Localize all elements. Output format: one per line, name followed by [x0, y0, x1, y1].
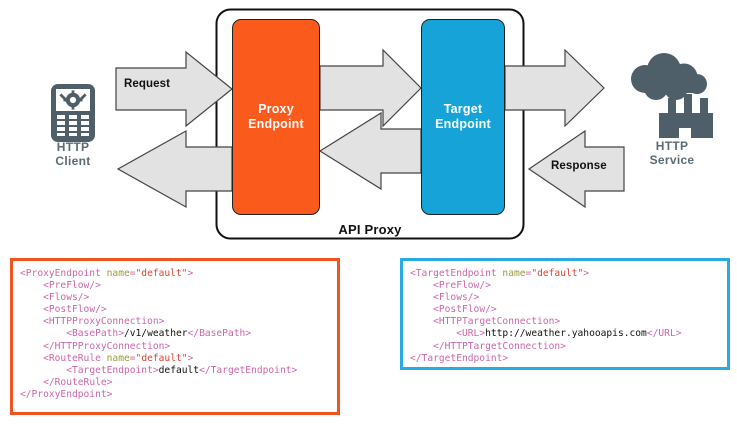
code-token-tag: <Flows/> [43, 292, 90, 304]
cloud-factory-icon [631, 53, 713, 138]
target-endpoint-label-line1: Target [443, 102, 483, 116]
code-token-tag: <URL> [456, 328, 486, 340]
code-line: <BasePath>/v1/weather</BasePath> [20, 328, 337, 340]
code-token-text [410, 341, 433, 352]
target-to-proxy-arrow [318, 111, 422, 191]
code-token-text [20, 280, 43, 291]
code-line: <Flows/> [410, 292, 727, 304]
code-token-attr: name [502, 268, 526, 279]
proxy-endpoint-code-panel[interactable]: <ProxyEndpoint name="default"> <PreFlow/… [10, 258, 340, 415]
code-token-tag: </TargetEndpoint> [199, 364, 298, 376]
code-token-tag: </BasePath> [187, 328, 252, 340]
code-token-tag: > [187, 268, 194, 279]
code-token-text [20, 365, 66, 376]
code-token-tag: <Flows/> [433, 292, 480, 304]
api-proxy-container-label: API Proxy [338, 222, 402, 237]
code-line: <HTTPTargetConnection> [410, 316, 727, 328]
proxy-to-client-arrow [116, 129, 233, 209]
code-token-text: default [158, 364, 200, 376]
code-token-text [20, 328, 66, 339]
target-endpoint-code-panel[interactable]: <TargetEndpoint name="default"> <PreFlow… [400, 258, 730, 370]
proxy-endpoint-box[interactable]: Proxy Endpoint [232, 19, 320, 215]
code-token-tag: > [583, 268, 590, 279]
code-token-tag: <BasePath> [66, 328, 124, 340]
response-arrow-label: Response [551, 160, 607, 172]
code-token-text [410, 316, 433, 327]
code-token-tag: <PostFlow/> [43, 304, 107, 316]
request-arrow-label: Request [124, 78, 171, 90]
target-to-service-arrow [504, 48, 605, 128]
code-token-tag: </URL> [646, 328, 682, 340]
http-service-caption: HTTP Service [633, 139, 711, 167]
code-token-tag: <RouteRule [43, 352, 107, 364]
code-line: <HTTPProxyConnection> [20, 316, 337, 328]
code-token-tag: <ProxyEndpoint [20, 268, 107, 279]
code-line: <PostFlow/> [20, 304, 337, 316]
code-line: <PreFlow/> [20, 280, 337, 292]
code-token-val: "default" [135, 352, 188, 364]
code-line: <ProxyEndpoint name="default"> [20, 268, 337, 280]
code-token-text [20, 353, 43, 364]
proxy-to-target-arrow [319, 48, 422, 128]
http-client-caption-line1: HTTP [56, 140, 90, 154]
code-line: <PreFlow/> [410, 280, 727, 292]
code-token-attr: name [106, 268, 130, 279]
http-service-caption-line2: Service [649, 153, 695, 167]
code-token-attr: name [106, 352, 130, 364]
target-endpoint-label-line2: Endpoint [435, 117, 491, 131]
code-token-eq: = [525, 268, 532, 279]
http-client-caption: HTTP Client [38, 140, 108, 168]
code-token-text [20, 304, 43, 315]
code-line: </ProxyEndpoint> [20, 389, 337, 401]
request-arrow [115, 50, 233, 128]
code-token-text: /v1/weather [123, 328, 188, 340]
code-line: <TargetEndpoint name="default"> [410, 268, 727, 280]
code-token-tag: > [187, 352, 194, 364]
code-token-tag: </ProxyEndpoint> [20, 388, 113, 400]
service-to-target-arrow [527, 129, 625, 209]
code-token-text [20, 377, 43, 388]
code-token-tag: </RouteRule> [43, 376, 113, 388]
code-token-text [20, 316, 43, 327]
code-token-tag: <PostFlow/> [433, 304, 497, 316]
code-line: </HTTPTargetConnection> [410, 341, 727, 353]
code-token-tag: <HTTPTargetConnection> [433, 316, 561, 328]
code-line: <RouteRule name="default"> [20, 353, 337, 365]
code-token-eq: = [129, 268, 136, 279]
http-service-caption-line1: HTTP [655, 139, 689, 153]
code-token-text [20, 341, 43, 352]
code-token-eq: = [129, 352, 136, 364]
code-line: </HTTPProxyConnection> [20, 341, 337, 353]
code-line: </TargetEndpoint> [410, 353, 727, 365]
http-client-caption-line2: Client [55, 154, 91, 168]
code-token-text [410, 328, 456, 339]
code-token-text [20, 292, 43, 303]
code-token-text [410, 280, 433, 291]
code-token-text: http://weather.yahooapis.com [485, 328, 647, 340]
code-token-text [410, 304, 433, 315]
code-token-tag: <PreFlow/> [433, 280, 491, 292]
code-token-tag: <TargetEndpoint> [66, 364, 159, 376]
code-token-tag: <PreFlow/> [43, 280, 101, 292]
code-token-text [410, 292, 433, 303]
code-token-tag: </TargetEndpoint> [410, 352, 509, 364]
code-token-val: "default" [531, 268, 584, 279]
diagram-graphics [51, 8, 713, 240]
proxy-endpoint-label-line1: Proxy [258, 102, 294, 116]
code-line: </RouteRule> [20, 377, 337, 389]
code-token-tag: </HTTPProxyConnection> [43, 340, 171, 352]
target-endpoint-box[interactable]: Target Endpoint [421, 19, 505, 215]
code-token-val: "default" [135, 268, 188, 279]
code-token-tag: </HTTPTargetConnection> [433, 340, 566, 352]
code-line: <PostFlow/> [410, 304, 727, 316]
mobile-phone-gear-icon [51, 84, 95, 142]
proxy-endpoint-label-line2: Endpoint [248, 117, 304, 131]
code-line: <URL>http://weather.yahooapis.com</URL> [410, 328, 727, 340]
code-line: <Flows/> [20, 292, 337, 304]
code-line: <TargetEndpoint>default</TargetEndpoint> [20, 365, 337, 377]
code-token-tag: <HTTPProxyConnection> [43, 316, 165, 328]
code-token-tag: <TargetEndpoint [410, 268, 503, 279]
